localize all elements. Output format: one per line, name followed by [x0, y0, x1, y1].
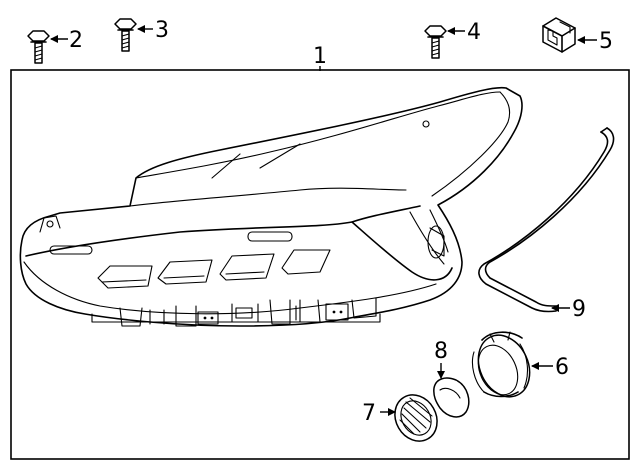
callout-1-label: 1 [313, 44, 327, 69]
callout-2-label: 2 [69, 28, 83, 53]
callout-6-label: 6 [555, 355, 569, 380]
callout-8-label: 8 [434, 339, 448, 364]
clip-5-icon [542, 17, 576, 53]
callout-9-label: 9 [572, 297, 586, 322]
bolt-2-icon [27, 30, 50, 64]
assembly-frame [10, 69, 630, 460]
callout-3-label: 3 [155, 18, 169, 43]
wire-9-icon [478, 127, 615, 313]
callout-5-label: 5 [599, 29, 613, 54]
grommet-7-icon [394, 394, 438, 442]
cover-8-icon [433, 377, 470, 418]
headlamp-assembly-icon [19, 86, 523, 327]
callout-7-label: 7 [362, 401, 376, 426]
bolt-4-icon [424, 25, 447, 59]
callout-4-label: 4 [467, 20, 481, 45]
socket-cap-6-icon [471, 331, 531, 398]
bolt-3-icon [114, 18, 137, 52]
